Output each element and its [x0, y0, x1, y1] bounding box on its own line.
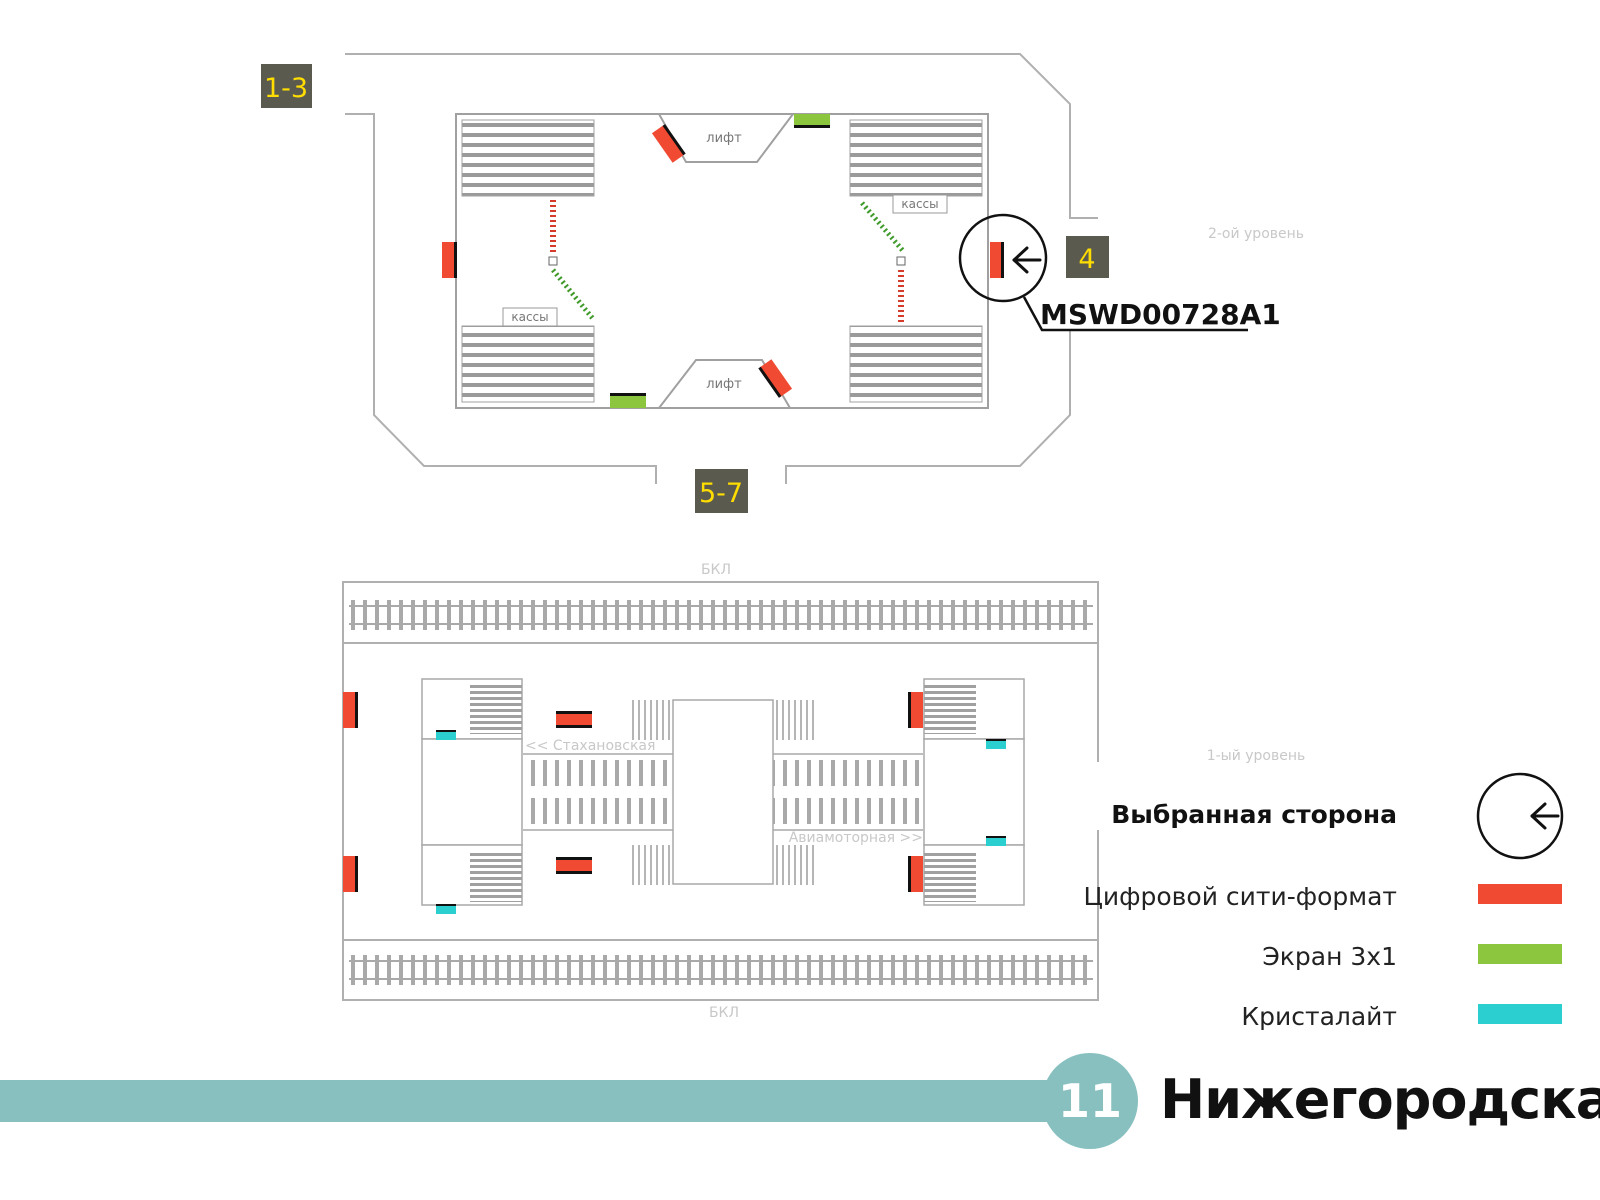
track-top [349, 600, 1093, 630]
upper-outer-wall-top [345, 53, 1098, 219]
legend-label-screen-3x1: Экран 3х1 [1262, 942, 1397, 971]
ad-screen-3x1-upper-top[interactable] [794, 114, 830, 128]
escalator-block-upper-tr [849, 119, 983, 197]
selected-code: MSWD00728A1 [1040, 298, 1281, 331]
exit-badge-5-7 [695, 469, 748, 513]
exit-label-5-7: 5-7 [699, 478, 743, 509]
ad-crystalight-lower-right-top[interactable] [986, 739, 1006, 749]
ad-crystalight-lower-right-bottom[interactable] [986, 836, 1006, 846]
track-bottom [349, 955, 1093, 985]
escalator-lower-br [924, 850, 976, 902]
ad-city-format-lower-wall-bottom[interactable] [343, 856, 358, 892]
exit-badge-4 [1066, 236, 1109, 278]
arrow-left-icon [1012, 246, 1042, 274]
ticket-box-left [502, 307, 558, 327]
ticket-box-right [892, 194, 948, 214]
platform-block-left-mid [421, 738, 523, 846]
lift-bottom [656, 359, 792, 409]
escalator-lower-tl [470, 682, 522, 734]
stairs-center-tr [774, 700, 818, 740]
stairs-center-bl [628, 845, 672, 885]
legend-label-city-format: Цифровой сити-формат [1083, 882, 1397, 911]
exit-label-1-3: 1-3 [264, 73, 308, 104]
escalator-block-upper-bl [461, 325, 595, 403]
lift-label-top: лифт [706, 131, 742, 146]
line-number-badge: 11 [1042, 1053, 1138, 1149]
escalator-lower-bl [470, 850, 522, 902]
turnstile-green-left [551, 268, 596, 322]
upper-level-label: 2-ой уровень [1208, 226, 1304, 242]
turnstile-node-left [548, 256, 558, 266]
ad-city-format-lower-center-top[interactable] [556, 711, 592, 728]
track-label-bottom: БКЛ [709, 1005, 739, 1021]
escalator-block-upper-tl [461, 119, 595, 197]
ticket-label-left: кассы [511, 310, 548, 324]
ad-city-format-selected[interactable] [990, 242, 1004, 278]
lift-label-bottom: лифт [706, 377, 742, 392]
platform-central-hall [672, 699, 774, 885]
track-inner-right-1 [773, 760, 923, 786]
stairs-center-br [774, 845, 818, 885]
ad-city-format-lower-wall-top[interactable] [343, 692, 358, 728]
turnstile-green-right [860, 201, 906, 254]
legend-swatch-crystalight [1478, 1004, 1562, 1024]
ad-city-format-lower-right-top[interactable] [908, 692, 923, 728]
lower-level-label: 1-ый уровень [1207, 748, 1306, 764]
line-number: 11 [1057, 1074, 1122, 1128]
ad-city-format-upper-left[interactable] [442, 242, 457, 278]
ad-screen-3x1-upper-bottom[interactable] [610, 393, 646, 408]
exit-badge-1-3 [261, 64, 312, 108]
direction-left: << Стахановская [525, 738, 655, 754]
track-inner-right-2 [773, 798, 923, 824]
legend-swatch-screen-3x1 [1478, 944, 1562, 964]
upper-outer-wall-right [785, 330, 1071, 484]
direction-right: Авиамоторная >> [789, 830, 923, 846]
track-label-top: БКЛ [701, 562, 731, 578]
exit-label-4: 4 [1078, 244, 1095, 275]
ad-city-format-lift-bottom[interactable] [758, 359, 793, 398]
legend-label-crystalight: Кристалайт [1241, 1002, 1397, 1031]
ad-crystalight-lower-left-bottom[interactable] [436, 904, 456, 914]
upper-outer-wall-left [345, 113, 657, 484]
legend-selected-circle [1476, 772, 1564, 860]
selected-side-marker [958, 213, 1048, 303]
legend-swatch-city-format [1478, 884, 1562, 904]
lower-outer-wall [342, 581, 1099, 1001]
turnstile-node-right [896, 256, 906, 266]
legend-title: Выбранная сторона [1111, 800, 1397, 829]
line-bar [0, 1080, 1050, 1122]
legend-arrow-left-icon [1530, 802, 1560, 830]
ad-crystalight-lower-left-top[interactable] [436, 730, 456, 740]
track-inner-left-1 [523, 760, 673, 786]
escalator-lower-tr [924, 682, 976, 734]
ad-city-format-lower-center-bottom[interactable] [556, 857, 592, 874]
selected-leader-line [1022, 296, 1248, 332]
escalator-block-upper-br [849, 325, 983, 403]
lower-level [342, 581, 1099, 1001]
track-inner-left-2 [523, 798, 673, 824]
stairs-center-tl [628, 700, 672, 740]
platform-block-right-mid [923, 738, 1025, 846]
ad-city-format-lower-right-bottom[interactable] [908, 856, 923, 892]
station-name: Нижегородская [1160, 1068, 1600, 1131]
ticket-label-right: кассы [901, 197, 938, 211]
ad-city-format-lift-top[interactable] [651, 124, 686, 163]
